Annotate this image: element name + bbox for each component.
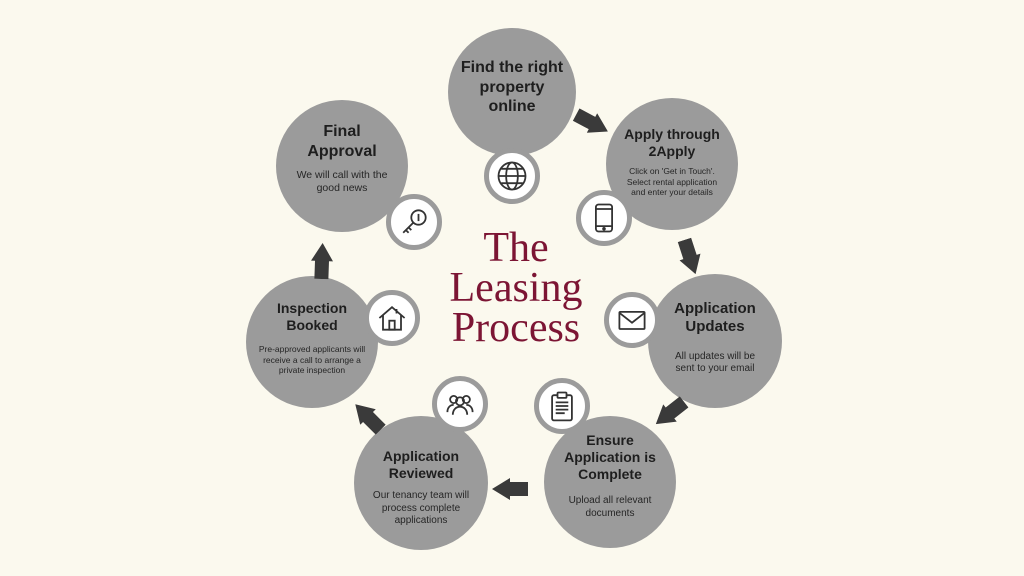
step-application-reviewed: Application Reviewed Our tenancy team wi… bbox=[354, 416, 488, 550]
arrow-step3-to-step4 bbox=[655, 396, 689, 425]
diagram-title: The Leasing Process bbox=[428, 225, 604, 351]
step-inspection-booked: Inspection Booked Pre-approved applicant… bbox=[246, 276, 378, 408]
arrow-step1-to-step2 bbox=[572, 108, 608, 133]
title-line-1: The bbox=[483, 225, 549, 271]
step-description: Click on 'Get in Touch'. Select rental a… bbox=[626, 166, 718, 198]
arrow-step2-to-step3 bbox=[677, 237, 701, 275]
clipboard-icon bbox=[534, 378, 590, 434]
arrow-step4-to-step5 bbox=[492, 478, 528, 500]
step-final-approval: Final Approval We will call with the goo… bbox=[276, 100, 408, 232]
step-description: We will call with the good news bbox=[296, 169, 388, 195]
step-ensure-complete: Ensure Application is Complete Upload al… bbox=[544, 416, 676, 548]
step-title: Application Updates bbox=[674, 300, 756, 336]
arrow-step6-to-step7 bbox=[311, 243, 333, 280]
step-title: Final Approval bbox=[307, 123, 377, 160]
step-description: Our tenancy team will process complete a… bbox=[372, 490, 470, 527]
people-icon bbox=[432, 376, 488, 432]
key-icon bbox=[386, 194, 442, 250]
arrow-step5-to-step6 bbox=[355, 404, 386, 435]
step-description: All updates will be sent to your email bbox=[674, 350, 756, 375]
title-line-2: Leasing bbox=[449, 265, 583, 311]
step-title: Find the right property online bbox=[460, 59, 564, 116]
house-icon bbox=[364, 290, 420, 346]
step-title: Application Reviewed bbox=[382, 448, 460, 482]
step-title: Inspection Booked bbox=[276, 300, 347, 334]
globe-icon bbox=[484, 148, 540, 204]
tablet-icon bbox=[576, 190, 632, 246]
step-title: Apply through 2Apply bbox=[624, 126, 720, 160]
title-line-3: Process bbox=[451, 305, 581, 351]
step-description: Pre-approved applicants will receive a c… bbox=[258, 344, 366, 376]
step-title: Ensure Application is Complete bbox=[564, 432, 656, 483]
step-application-updates: Application Updates All updates will be … bbox=[648, 274, 782, 408]
step-find-property: Find the right property online bbox=[448, 28, 576, 156]
envelope-icon bbox=[604, 292, 660, 348]
step-description: Upload all relevant documents bbox=[568, 495, 652, 519]
